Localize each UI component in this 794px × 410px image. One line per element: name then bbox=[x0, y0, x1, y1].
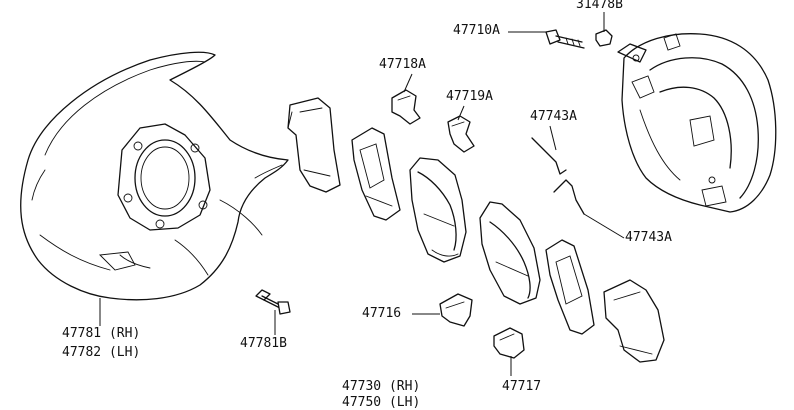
bushing-31478B bbox=[595, 29, 613, 47]
bolt-47781B bbox=[255, 289, 291, 315]
label-47719A: 47719A bbox=[446, 89, 493, 104]
anti-squeal-shim-outer-right bbox=[603, 279, 665, 363]
label-47743A-lower: 47743A bbox=[625, 230, 672, 245]
label-47781B: 47781B bbox=[240, 336, 287, 351]
pad-support-plate-47716 bbox=[439, 293, 473, 327]
leader-lines bbox=[99, 12, 625, 376]
anti-squeal-shim-inner-right bbox=[545, 239, 595, 335]
label-31478B: 31478B bbox=[576, 0, 623, 12]
label-47730-rh: 47730 (RH) bbox=[342, 379, 421, 394]
label-47782-lh: 47782 (LH) bbox=[62, 345, 141, 360]
pad-support-plate-47718A bbox=[391, 89, 421, 125]
anti-squeal-shim-outer-left bbox=[287, 97, 341, 193]
label-47718A: 47718A bbox=[379, 57, 426, 72]
pad-support-plate-47719A bbox=[447, 115, 475, 153]
dust-shield bbox=[20, 51, 289, 301]
anti-squeal-shim-inner-left bbox=[351, 127, 401, 221]
label-47717: 47717 bbox=[502, 379, 542, 394]
label-47710A: 47710A bbox=[453, 23, 500, 38]
brake-pad-right bbox=[479, 201, 541, 305]
brake-pad-left bbox=[409, 157, 467, 263]
wear-indicator-upper bbox=[531, 137, 567, 175]
label-47750-lh: 47750 (LH) bbox=[342, 395, 421, 410]
label-47781-rh: 47781 (RH) bbox=[62, 326, 141, 341]
pad-support-plate-47717 bbox=[493, 327, 525, 359]
label-47716: 47716 bbox=[362, 306, 402, 321]
bolt-47710A bbox=[545, 29, 585, 49]
brake-caliper bbox=[617, 33, 777, 213]
label-47743A-upper: 47743A bbox=[530, 109, 577, 124]
wear-indicator-lower bbox=[553, 179, 585, 215]
